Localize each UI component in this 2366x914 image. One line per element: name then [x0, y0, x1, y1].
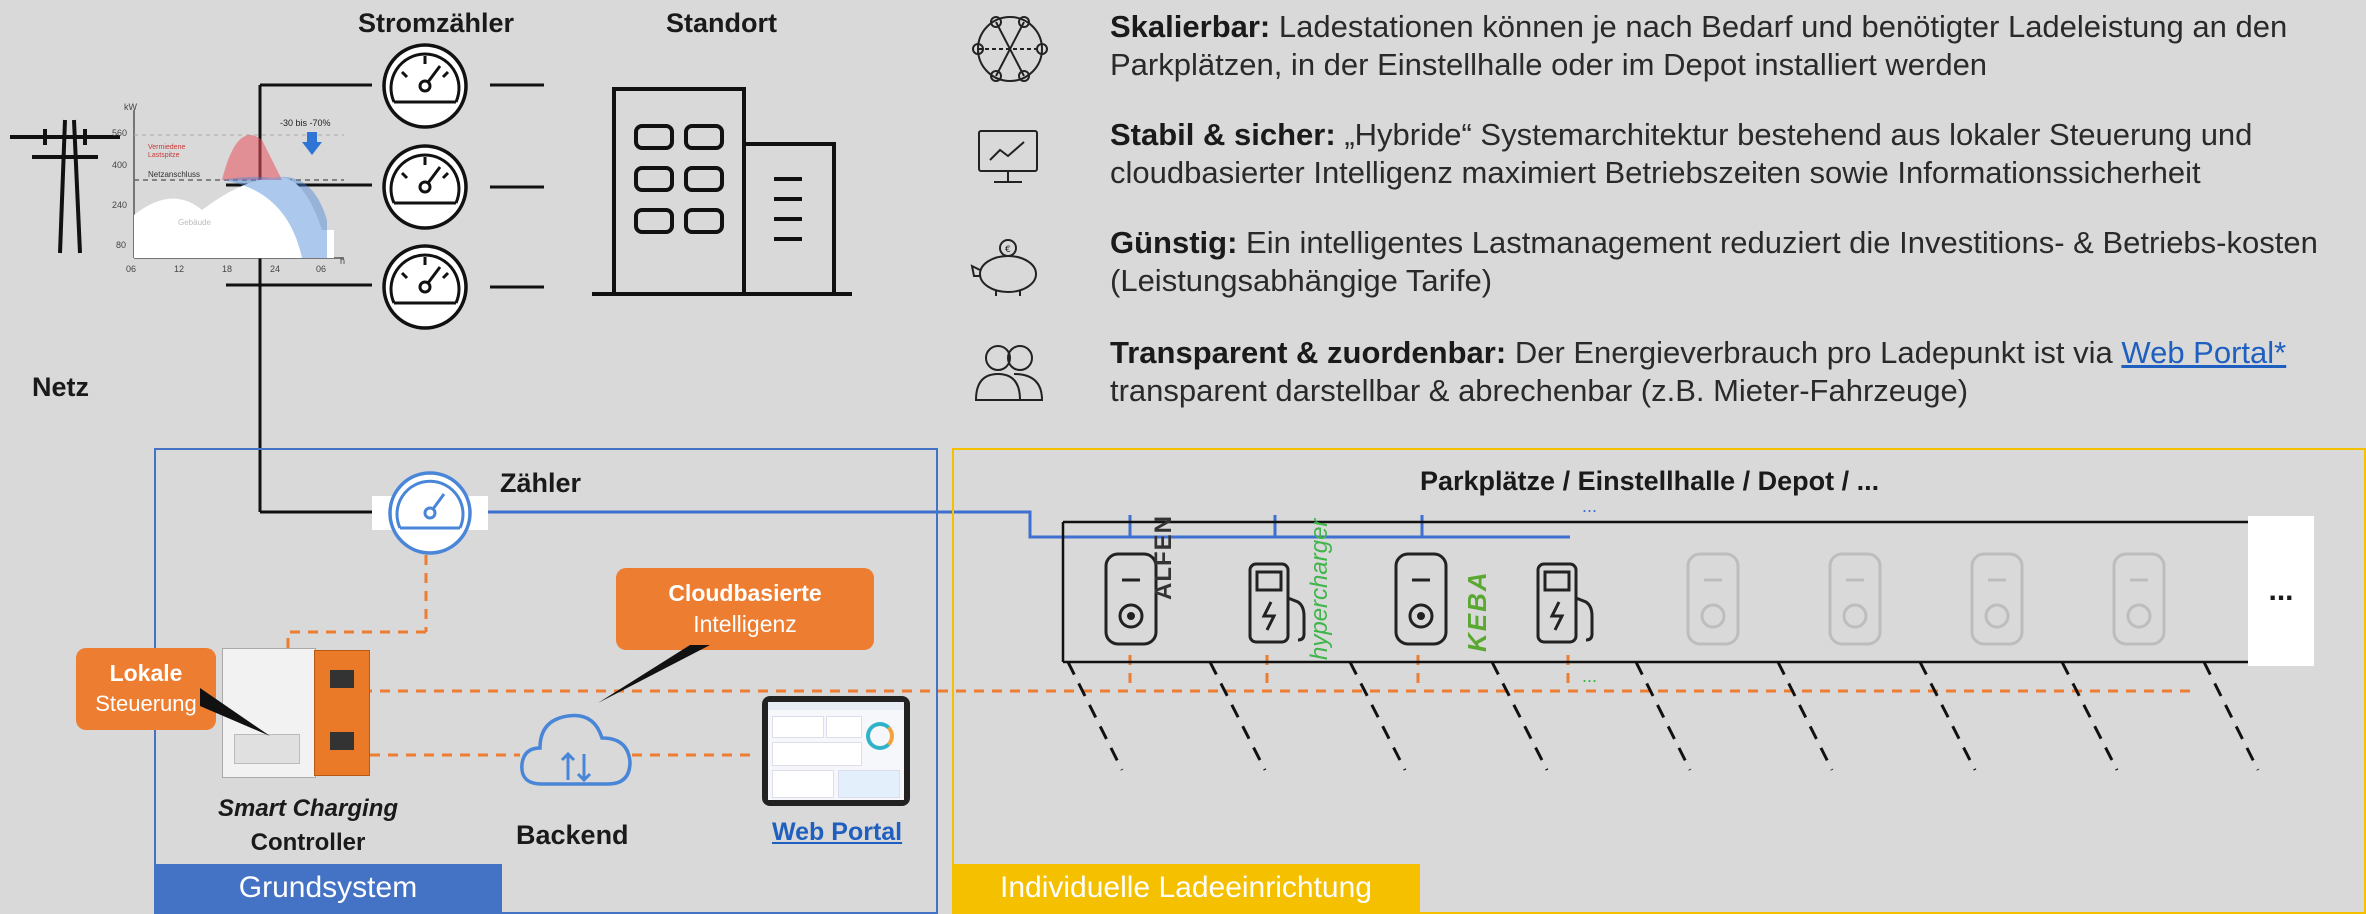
down-arrow-icon	[307, 132, 317, 142]
cloud-intelligence-tag: Cloudbasierte Intelligenz	[616, 568, 874, 650]
controller-module	[314, 650, 370, 776]
meter-icon	[382, 144, 468, 230]
feature-title: Skalierbar:	[1110, 9, 1271, 44]
controller-device	[222, 648, 372, 780]
peak-label: Vermiedene Lastspitze	[148, 144, 186, 159]
chart-xtick: 12	[174, 264, 185, 274]
chart-ytick: 240	[112, 200, 128, 210]
chart-xtick: 24	[270, 264, 281, 274]
feature-text: Ein intelligentes Lastmanagement reduzie…	[1110, 225, 2318, 298]
feature-title: Günstig:	[1110, 225, 1238, 260]
screen-header	[768, 702, 904, 710]
monitor-chart-icon	[978, 130, 1038, 183]
piggy-bank-icon: €	[970, 239, 1037, 296]
charging-station-icon	[1248, 562, 1306, 644]
feature-cheap: Günstig: Ein intelligentes Lastmanagemen…	[1110, 224, 2350, 300]
brand-name: hypercharger	[1306, 518, 1333, 660]
chart-xtick: 06	[126, 264, 137, 274]
wallbox-placeholder-icon	[1828, 552, 1882, 646]
network-icon	[972, 16, 1048, 82]
brand-name: ALFEN	[1150, 515, 1177, 600]
feature-scalable: Skalierbar: Ladestationen können je nach…	[1110, 8, 2350, 84]
feature-text: transparent darstellbar & abrechenbar (z…	[1110, 373, 1969, 408]
meter-icon	[382, 43, 468, 129]
power-pole-icon	[10, 119, 120, 254]
base-label: Gebäude	[178, 218, 211, 227]
line-label: Netzanschluss	[148, 170, 201, 179]
chart-xtick: 18	[222, 264, 233, 274]
grid-label: Netz	[32, 372, 90, 402]
svg-text:€: €	[1005, 245, 1011, 255]
donut-chart-icon	[866, 722, 894, 750]
feature-stable: Stabil & sicher: „Hybride“ Systemarchite…	[1110, 116, 2350, 192]
brand-logo-alfen: ALFEN	[1150, 490, 1180, 600]
load-curve-chart: kW 560 400 240 80 06 12 18 24 06 h -30 b…	[112, 100, 352, 280]
screen-card	[838, 770, 900, 798]
chart-xtick: 06	[316, 264, 327, 274]
wallbox-placeholder-icon	[1686, 552, 1740, 646]
bus-ellipsis: ...	[1582, 496, 1598, 516]
controller-caption-line: Smart Charging	[217, 795, 399, 822]
chart-ytick: 80	[116, 240, 127, 250]
tag-title: Lokale	[109, 660, 183, 686]
brand-name: KEBA	[1462, 570, 1492, 652]
meter-icon	[382, 244, 468, 330]
port-icon	[330, 670, 354, 688]
chart-annotation: -30 bis -70%	[280, 118, 331, 128]
controller-caption-line: Controller	[250, 829, 366, 856]
charging-station-icon	[1536, 562, 1594, 644]
smart-meter-icon	[388, 471, 472, 555]
screen-card	[772, 770, 834, 798]
charging-title: Parkplätze / Einstellhalle / Depot / ...	[1420, 466, 1880, 496]
cloud-sync-icon	[520, 713, 632, 786]
site-header: Standort	[666, 8, 777, 38]
feature-title: Stabil & sicher:	[1110, 117, 1336, 152]
building-icon	[592, 87, 852, 296]
tag-subtitle: Steuerung	[95, 691, 197, 716]
screen-card	[826, 716, 862, 738]
wallbox-placeholder-icon	[1970, 552, 2024, 646]
tablet-device	[762, 696, 910, 806]
web-portal-label[interactable]: Web Portal	[772, 818, 903, 846]
feature-text: „Hybride“ Systemarchitektur bestehend au…	[1110, 117, 2253, 190]
feature-text: Ladestationen können je nach Bedarf und …	[1110, 9, 2288, 82]
screen-card	[772, 742, 862, 766]
callout-pointer	[598, 645, 710, 703]
screen-card	[772, 716, 824, 738]
feature-text: Der Energieverbrauch pro Ladepunkt ist v…	[1514, 335, 2113, 370]
chart-ytick: 560	[112, 128, 128, 138]
meter-header: Stromzähler	[358, 8, 515, 38]
tablet-screen	[768, 702, 904, 800]
local-control-tag: Lokale Steuerung	[76, 648, 216, 730]
feature-transparent: Transparent & zuordenbar: Der Energiever…	[1110, 334, 2350, 410]
chart-ylabel: kW	[124, 102, 137, 112]
brand-logo-keba: KEBA	[1462, 542, 1492, 652]
wallbox-icon	[1394, 552, 1448, 646]
backend-label: Backend	[516, 820, 629, 850]
users-icon	[974, 345, 1044, 401]
more-chargers-box: ...	[2248, 516, 2314, 666]
controller-caption: Smart Charging Controller	[178, 792, 438, 860]
callout-pointer	[200, 688, 270, 736]
wallbox-icon	[1104, 552, 1158, 646]
base-system-footer: Grundsystem	[154, 864, 502, 912]
chart-ytick: 400	[112, 160, 128, 170]
feature-title: Transparent & zuordenbar:	[1110, 335, 1507, 370]
brand-logo-hypercharger: hypercharger	[1306, 510, 1336, 660]
tag-subtitle: Intelligenz	[693, 611, 797, 637]
meter-label: Zähler	[500, 468, 582, 498]
chart-xunit: h	[340, 256, 346, 266]
tag-title: Cloudbasierte	[668, 580, 822, 606]
bus-ellipsis: ...	[1582, 666, 1598, 686]
load-curve-svg	[133, 110, 344, 259]
wallbox-placeholder-icon	[2112, 552, 2166, 646]
web-portal-link[interactable]: Web Portal*	[2121, 335, 2287, 370]
port-icon	[330, 732, 354, 750]
charging-footer: Individuelle Ladeeinrichtung	[952, 864, 1420, 912]
